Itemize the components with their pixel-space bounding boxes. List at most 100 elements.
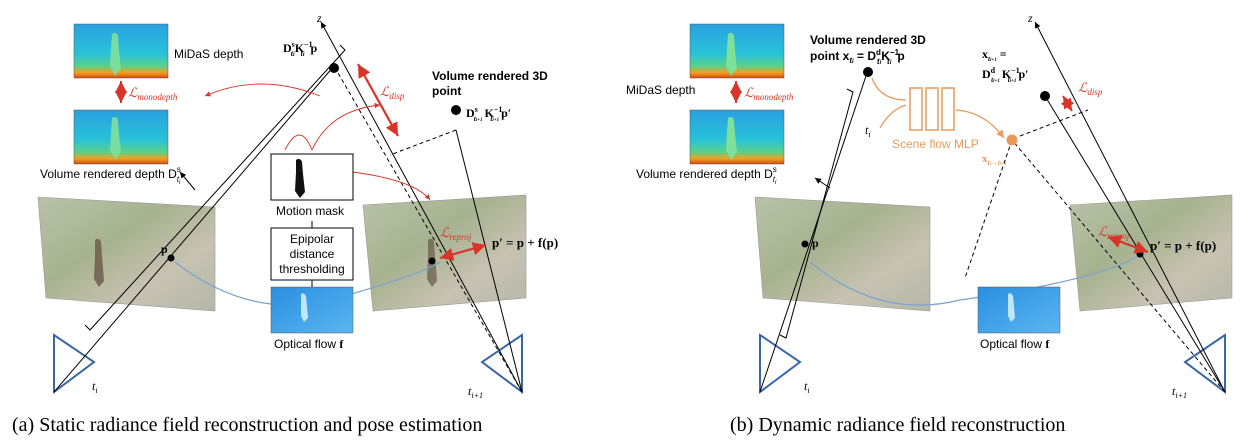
point-xti1-b — [1040, 91, 1050, 101]
epipolar-line1: Epipolar — [290, 232, 334, 246]
mlp-time-curve — [879, 104, 907, 129]
ti-label-a: ti — [92, 379, 98, 395]
epipolar-line2: distance — [290, 247, 335, 261]
ray-ti1-a — [455, 129, 523, 393]
vol3d-title-a-line2: point — [432, 84, 461, 98]
bracket-ti-b — [779, 88, 854, 339]
reproj-link-a — [351, 171, 431, 201]
motion-mask-box — [270, 153, 354, 201]
panel-a: MiDaS depth ℒmonodepth Volume rendered d… — [12, 11, 558, 436]
z-label-a: z — [316, 11, 322, 25]
frame-ti-image-b — [754, 196, 931, 312]
point-dti-a — [329, 63, 339, 73]
person-silhouette-icon — [110, 116, 121, 160]
epipolar-line3: thresholding — [279, 262, 344, 276]
camera-ti-icon — [759, 333, 802, 394]
mlp-layer-2 — [925, 87, 939, 131]
frame-ti1-image-b — [1069, 194, 1233, 312]
loss-disp-a: ℒdisp — [380, 84, 405, 101]
optical-flow-label-a: Optical flow f — [274, 337, 344, 351]
dashed-link-b2 — [1019, 109, 1089, 137]
panel-b: MiDaS depth ℒmonodepth Volume rendered d… — [626, 11, 1233, 436]
dashed-ray-b — [1011, 139, 1226, 393]
optical-flow-image-b — [977, 286, 1061, 334]
volume-depth-image-a — [73, 109, 169, 165]
flow-eq-b: p′ = p + f(p) — [1150, 238, 1216, 253]
ti-label-b: ti — [804, 379, 810, 395]
ray-ti-b — [759, 69, 869, 393]
loss-disp-b: ℒdisp — [1078, 80, 1103, 97]
xti1-label-b: xti+1 = — [982, 47, 1007, 63]
point-pprime-a — [428, 257, 436, 265]
loss-reproj-b: ℒreproj — [1098, 224, 1130, 241]
disp-link-a — [311, 102, 381, 151]
bracket-pointer-b — [814, 177, 831, 189]
loss-reproj-a: ℒreproj — [440, 225, 472, 242]
frame-ti1-image-a — [362, 194, 527, 312]
disp-arrow-b — [1060, 95, 1075, 112]
mlp-layer-3 — [941, 87, 955, 131]
disp-arrow-a — [357, 63, 399, 137]
point-p-b — [801, 240, 809, 248]
camera-ti-icon — [53, 333, 96, 394]
ti1-label-b: ti+1 — [1172, 384, 1187, 400]
caption-b: (b) Dynamic radiance field reconstructio… — [730, 414, 1065, 436]
point-vol3d-a — [451, 105, 461, 115]
midas-depth-label-a: MiDaS depth — [174, 47, 243, 61]
optical-flow-image-a — [270, 286, 354, 334]
midas-depth-label-b: MiDaS depth — [626, 83, 695, 97]
z-axis-a — [320, 21, 523, 393]
motion-mask-label: Motion mask — [276, 204, 345, 218]
vol3d-title-a-line1: Volume rendered 3D — [432, 69, 548, 83]
person-silhouette-icon — [295, 158, 305, 198]
p-label-a: p — [161, 242, 168, 256]
reproj-arrow-b — [1107, 235, 1149, 254]
loss-monodepth-a: ℒmonodepth — [128, 85, 178, 102]
x-arrow-label: xti→ti+1 — [982, 153, 1007, 167]
scene-flow-label: Scene flow MLP — [892, 137, 979, 151]
mask-link-a — [284, 134, 313, 151]
point-p-a — [167, 254, 175, 262]
point-warped-b — [1006, 134, 1018, 146]
p-label-b: p — [812, 236, 819, 250]
bracket-pointer-a — [179, 171, 196, 191]
ti1-label-a: ti+1 — [468, 384, 483, 400]
camera-ti1-icon — [480, 333, 523, 394]
camera-ti1-icon — [1183, 333, 1226, 394]
person-silhouette-icon — [94, 238, 104, 287]
volume-depth-image-b — [689, 109, 785, 165]
camera-arc-b — [809, 254, 1141, 306]
point-pprime-b — [1136, 250, 1144, 258]
midas-depth-image-a — [73, 23, 169, 79]
mlp-layer-1 — [909, 87, 923, 131]
midas-depth-image-b — [689, 23, 785, 79]
person-silhouette-icon — [1008, 293, 1015, 322]
person-silhouette-icon — [726, 32, 737, 76]
bracket-ti-a — [84, 44, 346, 331]
mlp-output-curve — [955, 109, 1005, 139]
dashed-link-b — [964, 139, 1013, 279]
vol3d-title-b-line1: Volume rendered 3D — [810, 33, 926, 47]
monodepth-link-a — [204, 83, 321, 97]
point-xti-b — [863, 67, 873, 77]
loss-monodepth-b: ℒmonodepth — [744, 85, 794, 102]
caption-a: (a) Static radiance field reconstruction… — [12, 414, 482, 436]
ray-ti-a — [53, 65, 335, 393]
optical-flow-label-b: Optical flow f — [980, 337, 1050, 351]
reproj-arrow-a — [439, 242, 487, 261]
z-axis-b — [1034, 21, 1226, 393]
z-label-b: z — [1027, 11, 1033, 25]
ti-input-label: ti — [865, 123, 871, 139]
person-silhouette-icon — [301, 293, 308, 322]
dashed-link-a — [389, 129, 457, 156]
frame-ti-image-a — [37, 196, 216, 312]
flow-eq-a: p′ = p + f(p) — [492, 235, 558, 250]
